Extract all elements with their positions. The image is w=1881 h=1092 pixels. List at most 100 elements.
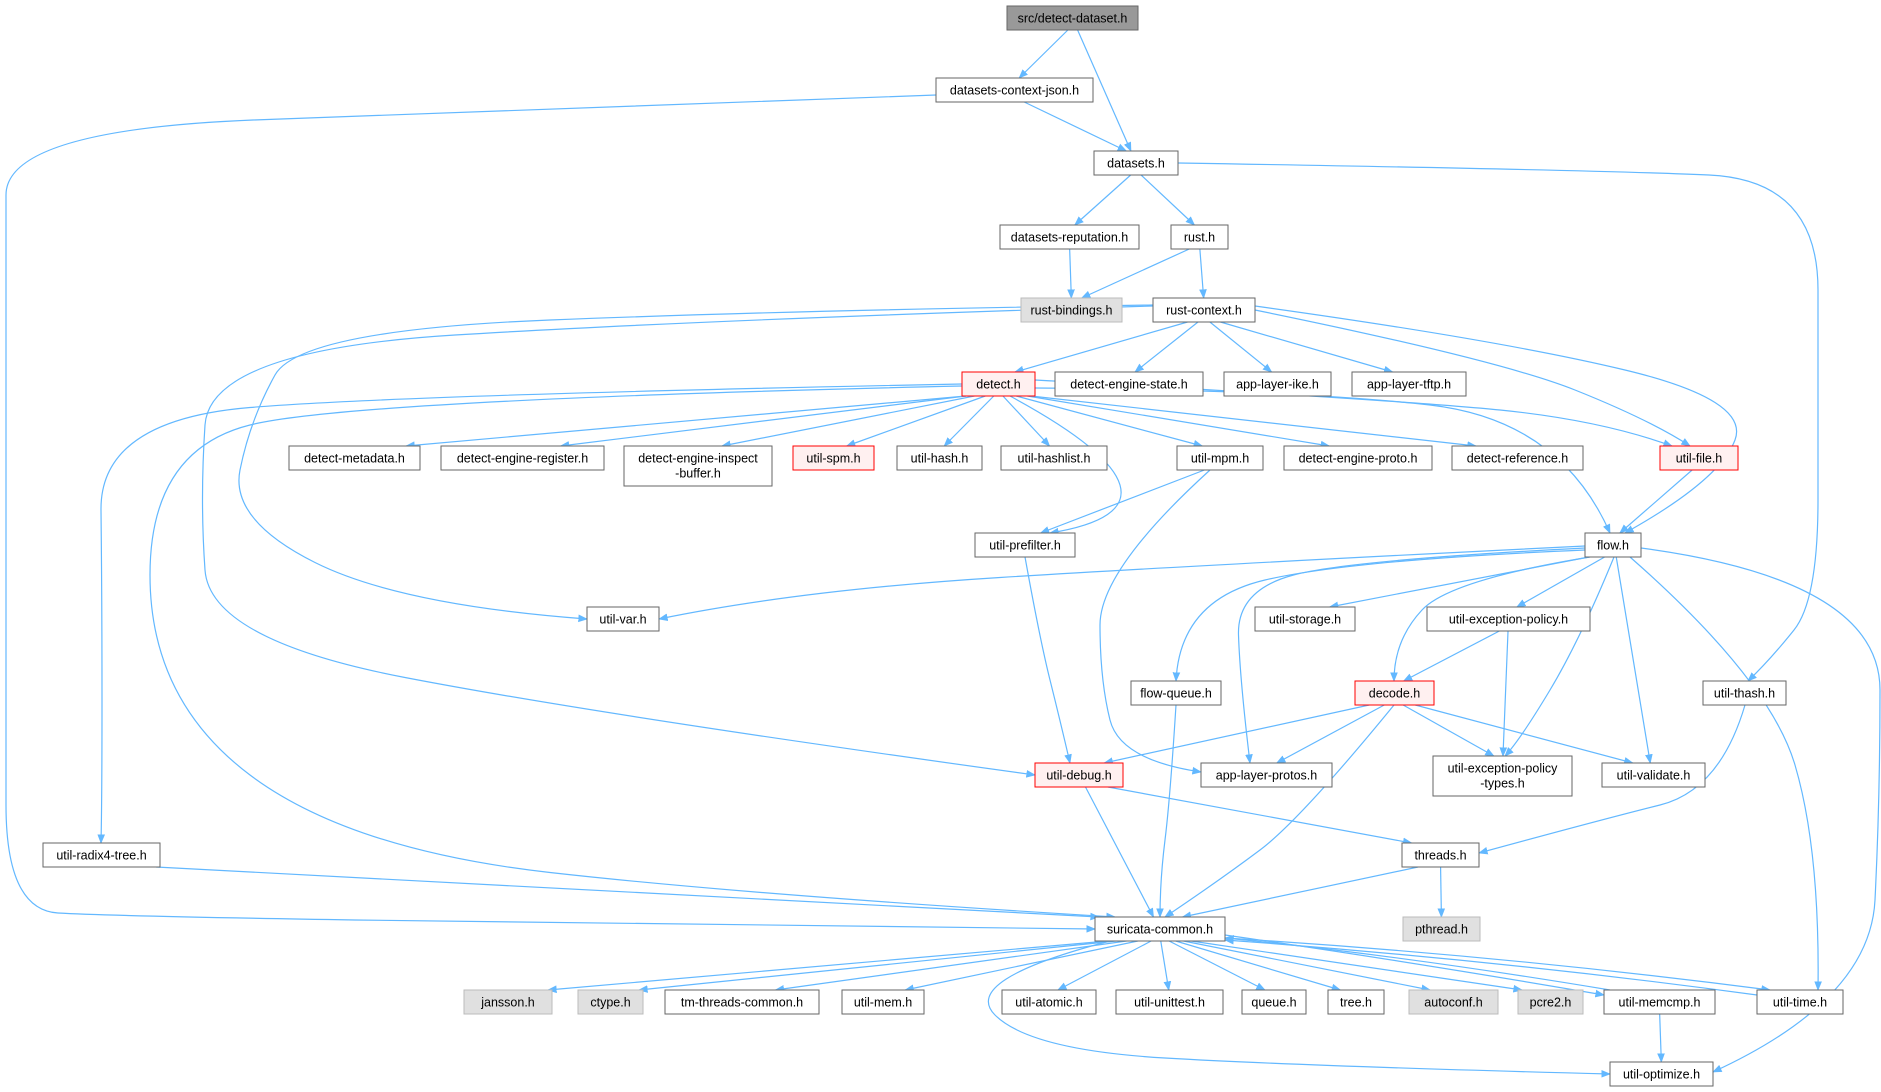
node-box[interactable] bbox=[1176, 445, 1264, 471]
node-box[interactable] bbox=[577, 989, 644, 1015]
node-box[interactable] bbox=[1283, 445, 1433, 471]
node-hash[interactable]: util-hash.h bbox=[896, 445, 983, 471]
node-queue[interactable]: queue.h bbox=[1241, 989, 1307, 1015]
node-box[interactable] bbox=[1241, 989, 1307, 1015]
node-box[interactable] bbox=[1001, 989, 1097, 1015]
node-ustorage[interactable]: util-storage.h bbox=[1254, 606, 1356, 632]
node-box[interactable] bbox=[440, 445, 605, 471]
node-radix[interactable]: util-radix4-tree.h bbox=[42, 842, 161, 868]
node-box[interactable] bbox=[1432, 755, 1573, 797]
node-box[interactable] bbox=[1034, 762, 1124, 788]
node-box[interactable] bbox=[1354, 680, 1435, 706]
node-box[interactable] bbox=[1200, 762, 1333, 788]
node-mpm[interactable]: util-mpm.h bbox=[1176, 445, 1264, 471]
node-pcre2[interactable]: pcre2.h bbox=[1517, 989, 1584, 1015]
node-tmtc[interactable]: tm-threads-common.h bbox=[664, 989, 820, 1015]
node-box[interactable] bbox=[1093, 150, 1179, 176]
node-utime[interactable]: util-time.h bbox=[1756, 989, 1844, 1015]
node-box[interactable] bbox=[1401, 842, 1480, 868]
node-threads[interactable]: threads.h bbox=[1401, 842, 1480, 868]
node-uvalidate[interactable]: util-validate.h bbox=[1601, 762, 1706, 788]
node-box[interactable] bbox=[792, 445, 875, 471]
node-rustctx[interactable]: rust-context.h bbox=[1152, 297, 1256, 323]
node-alprotos[interactable]: app-layer-protos.h bbox=[1200, 762, 1333, 788]
node-autoconf[interactable]: autoconf.h bbox=[1408, 989, 1499, 1015]
node-uatomic[interactable]: util-atomic.h bbox=[1001, 989, 1097, 1015]
node-dcj[interactable]: datasets-context-json.h bbox=[935, 77, 1094, 103]
node-box[interactable] bbox=[623, 445, 773, 487]
node-uexpoltypes[interactable]: util-exception-policy-types.h bbox=[1432, 755, 1573, 797]
node-box[interactable] bbox=[841, 989, 925, 1015]
node-ctype[interactable]: ctype.h bbox=[577, 989, 644, 1015]
node-rustbind[interactable]: rust-bindings.h bbox=[1020, 297, 1123, 323]
node-box[interactable] bbox=[1254, 606, 1356, 632]
node-umemcmp[interactable]: util-memcmp.h bbox=[1603, 989, 1716, 1015]
node-dmeta[interactable]: detect-metadata.h bbox=[288, 445, 421, 471]
node-hashlist[interactable]: util-hashlist.h bbox=[1000, 445, 1108, 471]
node-datasets[interactable]: datasets.h bbox=[1093, 150, 1179, 176]
node-box[interactable] bbox=[1327, 989, 1385, 1015]
node-uoptimize[interactable]: util-optimize.h bbox=[1609, 1061, 1714, 1087]
node-deib[interactable]: detect-engine-inspect-buffer.h bbox=[623, 445, 773, 487]
node-uunittest[interactable]: util-unittest.h bbox=[1115, 989, 1224, 1015]
node-fqueue[interactable]: flow-queue.h bbox=[1130, 680, 1222, 706]
node-udebug[interactable]: util-debug.h bbox=[1034, 762, 1124, 788]
node-decode[interactable]: decode.h bbox=[1354, 680, 1435, 706]
node-box[interactable] bbox=[1426, 606, 1591, 632]
node-box[interactable] bbox=[1659, 445, 1739, 471]
node-drep[interactable]: datasets-reputation.h bbox=[999, 224, 1140, 250]
node-box[interactable] bbox=[961, 371, 1036, 397]
node-box[interactable] bbox=[1609, 1061, 1714, 1087]
node-tftp[interactable]: app-layer-tftp.h bbox=[1351, 371, 1467, 397]
node-box[interactable] bbox=[1408, 989, 1499, 1015]
node-box[interactable] bbox=[896, 445, 983, 471]
node-box[interactable] bbox=[1702, 680, 1787, 706]
node-box[interactable] bbox=[1115, 989, 1224, 1015]
node-tree[interactable]: tree.h bbox=[1327, 989, 1385, 1015]
node-box[interactable] bbox=[1223, 371, 1332, 397]
node-root[interactable]: src/detect-dataset.h bbox=[1006, 5, 1139, 31]
node-uexpol[interactable]: util-exception-policy.h bbox=[1426, 606, 1591, 632]
node-rust[interactable]: rust.h bbox=[1170, 224, 1229, 250]
node-detect[interactable]: detect.h bbox=[961, 371, 1036, 397]
node-pthread[interactable]: pthread.h bbox=[1402, 916, 1481, 942]
node-flow[interactable]: flow.h bbox=[1584, 532, 1642, 558]
node-box[interactable] bbox=[586, 606, 660, 632]
node-box[interactable] bbox=[1601, 762, 1706, 788]
node-box[interactable] bbox=[974, 532, 1076, 558]
node-box[interactable] bbox=[1020, 297, 1123, 323]
node-spm[interactable]: util-spm.h bbox=[792, 445, 875, 471]
node-box[interactable] bbox=[1094, 916, 1226, 942]
node-box[interactable] bbox=[1170, 224, 1229, 250]
node-box[interactable] bbox=[935, 77, 1094, 103]
node-box[interactable] bbox=[1152, 297, 1256, 323]
node-box[interactable] bbox=[1584, 532, 1642, 558]
node-box[interactable] bbox=[1006, 5, 1139, 31]
node-box[interactable] bbox=[288, 445, 421, 471]
node-dref[interactable]: detect-reference.h bbox=[1451, 445, 1584, 471]
node-ufile[interactable]: util-file.h bbox=[1659, 445, 1739, 471]
node-uvar[interactable]: util-var.h bbox=[586, 606, 660, 632]
node-ike[interactable]: app-layer-ike.h bbox=[1223, 371, 1332, 397]
node-umem[interactable]: util-mem.h bbox=[841, 989, 925, 1015]
node-dereg[interactable]: detect-engine-register.h bbox=[440, 445, 605, 471]
node-box[interactable] bbox=[1756, 989, 1844, 1015]
node-box[interactable] bbox=[1402, 916, 1481, 942]
node-box[interactable] bbox=[999, 224, 1140, 250]
node-box[interactable] bbox=[1603, 989, 1716, 1015]
node-box[interactable] bbox=[664, 989, 820, 1015]
node-box[interactable] bbox=[1130, 680, 1222, 706]
node-box[interactable] bbox=[1451, 445, 1584, 471]
node-box[interactable] bbox=[463, 989, 553, 1015]
node-suricata[interactable]: suricata-common.h bbox=[1094, 916, 1226, 942]
node-prefilter[interactable]: util-prefilter.h bbox=[974, 532, 1076, 558]
node-box[interactable] bbox=[1351, 371, 1467, 397]
node-jansson[interactable]: jansson.h bbox=[463, 989, 553, 1015]
node-uthash[interactable]: util-thash.h bbox=[1702, 680, 1787, 706]
node-box[interactable] bbox=[1517, 989, 1584, 1015]
node-box[interactable] bbox=[42, 842, 161, 868]
node-des[interactable]: detect-engine-state.h bbox=[1054, 371, 1204, 397]
node-box[interactable] bbox=[1054, 371, 1204, 397]
node-box[interactable] bbox=[1000, 445, 1108, 471]
node-deproto[interactable]: detect-engine-proto.h bbox=[1283, 445, 1433, 471]
